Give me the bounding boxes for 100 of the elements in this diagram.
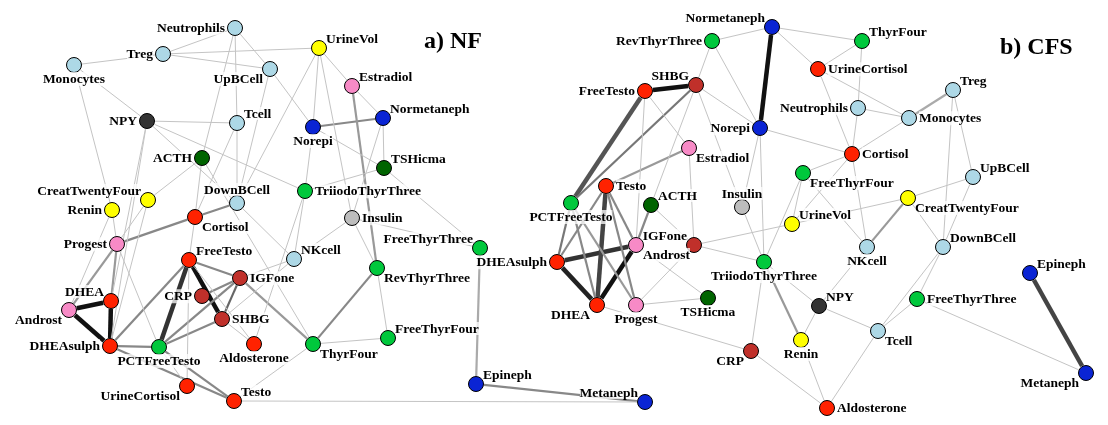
node-label: NKcell <box>847 254 887 268</box>
network-edge <box>382 125 385 161</box>
node-label: UrineCortisol <box>828 62 908 76</box>
node-label: Tcell <box>244 106 272 120</box>
network-edge <box>852 115 858 147</box>
network-edge <box>923 301 1080 371</box>
network-edge <box>294 198 305 252</box>
node-label: Treg <box>126 47 153 61</box>
network-edge <box>701 246 757 261</box>
network-edge <box>111 207 147 339</box>
network-edge <box>635 98 646 238</box>
network-edge <box>239 33 266 64</box>
node-label: Metaneph <box>579 385 638 399</box>
network-edge <box>73 313 106 343</box>
network-edge <box>573 96 643 198</box>
network-edge <box>777 31 813 65</box>
node-label: UrineCortisol <box>100 389 180 403</box>
network-edge <box>882 252 939 326</box>
node-label: RevThyrThree <box>384 271 470 285</box>
node-label: Monocytes <box>919 111 982 125</box>
network-edge <box>809 156 846 171</box>
network-edge <box>576 89 691 199</box>
node-label: Estradiol <box>696 151 750 165</box>
node-label: Androst <box>15 313 62 327</box>
node-label: FreeThyrFour <box>395 321 479 335</box>
network-edge <box>912 204 939 241</box>
network-edge <box>203 35 234 151</box>
node-label: NKcell <box>301 242 341 256</box>
network-edge <box>224 284 238 313</box>
network-edge <box>355 224 374 262</box>
network-edge <box>117 345 152 348</box>
node-label: Progest <box>614 312 658 326</box>
node-label: Epineph <box>1037 256 1086 270</box>
node-label: CreatTwentyFour <box>37 183 141 197</box>
network-edge <box>242 208 289 254</box>
network-edge <box>124 218 188 243</box>
node-label: Renin <box>67 203 102 217</box>
network-edge <box>560 266 594 301</box>
network-edge <box>377 275 388 331</box>
network-edge <box>274 74 309 122</box>
network-edge <box>915 93 947 115</box>
node-label: SHBG <box>232 312 270 326</box>
network-edge <box>715 47 757 122</box>
network-edge <box>825 308 872 329</box>
node-label: Progest <box>63 237 107 251</box>
node-label: Aldosterone <box>837 401 907 415</box>
node-label: Epineph <box>483 367 532 381</box>
network-edge <box>701 225 785 244</box>
node-label: DHEAsulph <box>29 339 100 353</box>
network-edge <box>915 178 966 197</box>
network-edge <box>779 27 855 41</box>
node-label: DownBCell <box>950 230 1016 244</box>
node-label: FreeThyrThree <box>927 292 1017 306</box>
node-label: Normetaneph <box>390 101 470 115</box>
network-edge <box>320 338 381 344</box>
network-edge <box>649 96 685 143</box>
network-edge <box>153 123 299 189</box>
node-label: IGFone <box>642 228 687 242</box>
node-label: Testo <box>241 384 272 398</box>
network-edge <box>110 251 118 294</box>
panel-title: b) CFS <box>1000 34 1073 58</box>
network-edge <box>107 308 114 339</box>
node-label: NPY <box>109 114 137 128</box>
node-label: CRP <box>164 289 192 303</box>
network-edge <box>871 203 904 242</box>
network-edge <box>824 72 903 115</box>
network-edge <box>241 400 638 403</box>
node-label: UpBCell <box>980 160 1030 174</box>
node-label: Estradiol <box>359 69 413 83</box>
network-edge <box>744 213 762 256</box>
node-label: UrineVol <box>799 207 851 221</box>
network-edge <box>208 280 234 294</box>
network-edge <box>319 130 378 165</box>
network-edge <box>652 83 689 93</box>
network-edge <box>196 261 233 277</box>
network-edge <box>920 253 940 293</box>
node-label: ThyrFour <box>869 24 927 38</box>
network-edge <box>608 192 634 239</box>
network-edge <box>758 34 774 121</box>
network-edge <box>195 165 202 210</box>
node-label: Metaneph <box>1020 376 1079 390</box>
network-edge <box>865 109 902 117</box>
network-edge <box>170 54 263 69</box>
network-edge <box>804 312 816 334</box>
network-edge <box>653 92 694 198</box>
node-label: DHEA <box>551 308 590 322</box>
network-edge <box>320 55 351 211</box>
network-edge <box>612 150 683 184</box>
node-label: Androst <box>643 248 690 262</box>
network-edge <box>824 44 856 66</box>
network-edge <box>793 180 802 217</box>
network-edge <box>110 128 147 339</box>
node-label: UrineVol <box>326 31 378 45</box>
node-label: NPY <box>826 289 854 303</box>
network-edge <box>688 155 695 238</box>
network-edge <box>193 265 250 339</box>
node-label: Tcell <box>885 334 913 348</box>
node-label: DHEAsulph <box>476 255 547 269</box>
node-label: RevThyrThree <box>616 34 702 48</box>
node-label: CreatTwentyFour <box>915 201 1019 215</box>
